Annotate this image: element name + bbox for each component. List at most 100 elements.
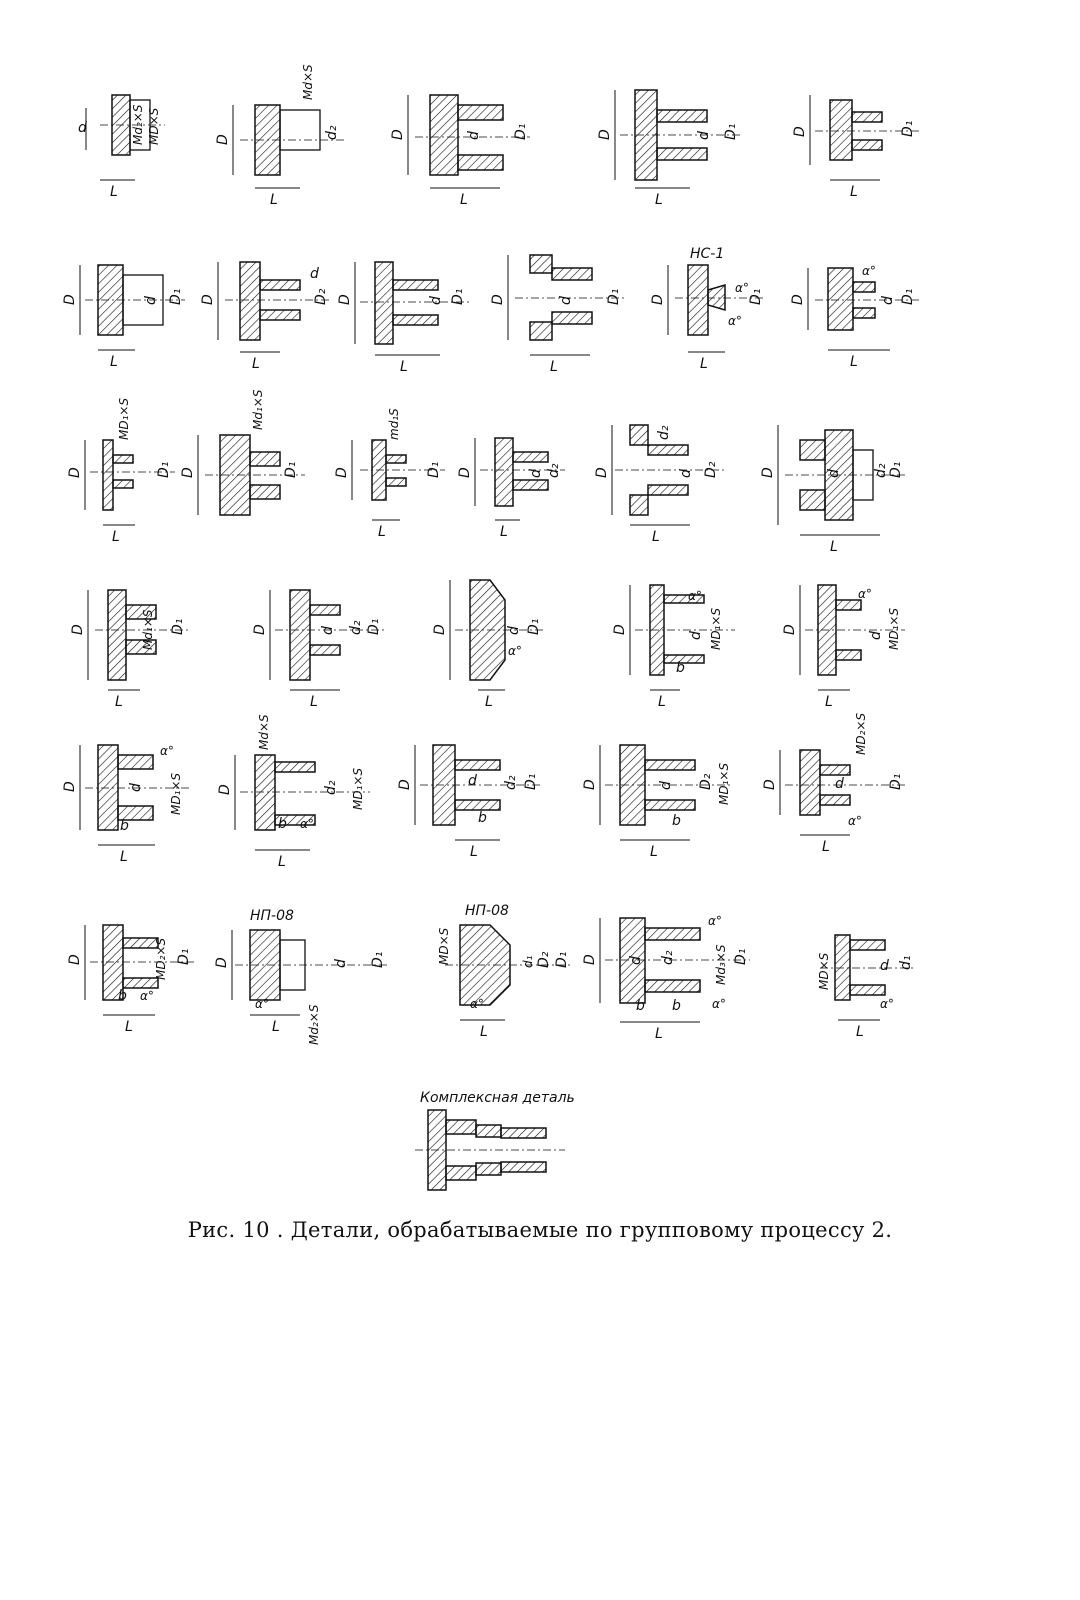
dim-alpha: α°: [735, 281, 749, 295]
part-r3-6: D d d₂ D₁ L: [760, 425, 905, 555]
dim-d: d: [310, 266, 319, 282]
dim-l: L: [110, 184, 118, 200]
dim-l: L: [655, 192, 663, 208]
dim-b: b: [672, 998, 681, 1014]
part-r2-1: D d D₁ L: [62, 264, 185, 370]
dim-D: D: [217, 784, 233, 795]
dim-D: D: [650, 294, 666, 305]
dim-d: d: [880, 958, 889, 974]
dim-d: d: [835, 776, 844, 792]
dim-md1s: MD₁×S: [709, 608, 723, 650]
dim-D: D: [760, 467, 776, 478]
dim-D: D: [214, 957, 230, 968]
dim-D: D: [334, 467, 350, 478]
dim-D1: D₁: [888, 462, 904, 478]
dim-l: L: [658, 694, 666, 710]
dim-l: L: [850, 354, 858, 370]
dim-d: d: [678, 469, 694, 478]
dim-d: d: [696, 131, 712, 140]
part-r1-5: D D₁ L: [792, 95, 920, 200]
dim-D1: D₁: [733, 949, 749, 965]
dim-D: D: [62, 781, 78, 792]
part-r5-1: D α° d MD₁×S b L: [62, 744, 190, 865]
dim-D2: D₂: [703, 461, 719, 478]
dim-b: b: [118, 988, 127, 1004]
dim-l: L: [120, 849, 128, 865]
dim-d: d: [78, 120, 87, 136]
dim-md1s: Md₁×S: [251, 389, 265, 430]
dim-alpha: α°: [140, 989, 154, 1003]
part-r1-4: D d D₁ L: [597, 89, 740, 208]
part-r1-2: D d₂ Md×S L: [215, 64, 345, 208]
part-r3-3: D md₁S D₁ L: [334, 408, 445, 540]
dim-D: D: [70, 624, 86, 635]
dim-D: D: [597, 129, 613, 140]
dim-d2: d₂: [323, 780, 339, 795]
dim-D1: D₁: [168, 289, 184, 305]
dim-D1: D₁: [366, 619, 382, 635]
dim-d: d: [528, 469, 544, 478]
dim-D: D: [390, 129, 406, 140]
complex-part: [415, 1109, 565, 1191]
dim-alpha: α°: [688, 589, 702, 603]
dim-md1s: MD₁×S: [887, 608, 901, 650]
dim-l: L: [310, 694, 318, 710]
dim-md2s: Md₂×S: [307, 1004, 321, 1045]
dim-l: L: [485, 694, 493, 710]
dim-alpha: α°: [160, 744, 174, 758]
dim-D1: D₁: [554, 952, 570, 968]
dim-l: L: [700, 356, 708, 372]
dim-d: d: [826, 469, 842, 478]
dim-l: L: [270, 192, 278, 208]
dim-l: L: [112, 529, 120, 545]
part-r3-1: D MD₁×S D₁ L: [67, 398, 175, 545]
parts-figure: d Md₂×S MD×S L D d₂ Md×S L D d D₁: [62, 64, 920, 1191]
dim-alpha: α°: [858, 587, 872, 601]
dim-D1: D₁: [606, 289, 622, 305]
dim-l: L: [550, 359, 558, 375]
dim-D: D: [215, 134, 231, 145]
dim-D: D: [790, 294, 806, 305]
dim-D: D: [67, 954, 83, 965]
part-label-hs1: НС-1: [690, 246, 724, 262]
dim-md2s: MD₂×S: [154, 938, 168, 980]
part-r6-2: НП-08 D d D₁ α° Md₂×S L: [214, 908, 390, 1045]
dim-l: L: [460, 192, 468, 208]
dim-alpha: α°: [880, 997, 894, 1011]
dim-d1: d₁: [898, 956, 914, 971]
dim-l: L: [400, 359, 408, 375]
part-r4-5: D α° d MD₁×S L: [782, 584, 905, 710]
dim-D: D: [782, 624, 798, 635]
dim-l: L: [115, 694, 123, 710]
part-r1-3: D d D₁ L: [390, 94, 530, 208]
part-r2-2: D d D₂ L: [200, 261, 330, 372]
part-r5-3: D d d₂ D₁ b L: [397, 744, 540, 860]
dim-D: D: [792, 126, 808, 137]
dim-l: L: [272, 1019, 280, 1035]
dim-D: D: [337, 294, 353, 305]
dim-D: D: [582, 954, 598, 965]
dim-md1s: Md₁×S: [141, 609, 155, 650]
dim-d2: d₂: [324, 125, 340, 140]
dim-D: D: [612, 624, 628, 635]
complex-part-title: Комплексная деталь: [420, 1090, 575, 1106]
dim-d: d: [333, 959, 349, 968]
dim-d: d: [506, 626, 522, 635]
dim-alpha: α°: [300, 817, 314, 831]
dim-d: d: [868, 631, 884, 640]
dim-D: D: [762, 779, 778, 790]
dim-D1: D₁: [900, 289, 916, 305]
dim-D2: D₂: [313, 288, 329, 305]
dim-D: D: [457, 467, 473, 478]
dim-mds: Md×S: [257, 714, 271, 750]
part-r3-4: D d d₂ L: [457, 437, 565, 540]
dim-d: d: [880, 296, 896, 305]
part-r2-4: D d D₁ L: [490, 254, 625, 375]
dim-md1s: MD₁×S: [117, 398, 131, 440]
dim-md1s: MD₁×S: [351, 768, 365, 810]
dim-l: L: [850, 184, 858, 200]
dim-D1: D₁: [526, 619, 542, 635]
dim-alpha: α°: [862, 264, 876, 278]
dim-l: L: [125, 1019, 133, 1035]
dim-b: b: [676, 660, 685, 676]
